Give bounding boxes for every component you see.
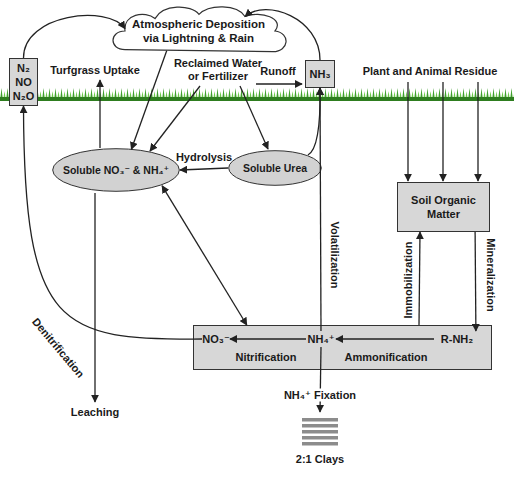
clay-stack: 2:1 Clays (290, 412, 350, 468)
node-label: NH₃ (310, 67, 331, 81)
flow-arrow (180, 168, 228, 170)
ellipse-shape (229, 151, 322, 186)
node-text: N₂ NO N₂O (10, 59, 37, 105)
leaching-arrow (94, 193, 95, 402)
flow-arrow (308, 88, 320, 155)
urea-ellipse: Soluble Urea (228, 150, 322, 186)
amine-node: R-NH₂ (434, 331, 480, 347)
node-text: NH₄⁺ (306, 331, 336, 347)
annotation-label: Turfgrass Uptake (50, 64, 140, 77)
process-label: Nitrification (235, 351, 296, 364)
node-text: R-NH₂ (434, 331, 480, 347)
cloud-shape (113, 7, 286, 52)
deposition-cloud: Atmospheric Deposition via Lightning & R… (105, 2, 292, 60)
process-label: Hydrolysis (176, 151, 232, 164)
annotation-label: Plant and Animal Residue (363, 65, 498, 78)
clay-layers (290, 412, 350, 446)
node-text: NH₃ (306, 61, 334, 87)
node-text: 2:1 Clays (290, 450, 350, 468)
ammonia-box: NH₃ (305, 60, 335, 88)
annotation-label: Leaching (71, 406, 119, 419)
cloud-outline (105, 2, 292, 60)
node-label: R-NH₂ (441, 333, 473, 346)
node-label: 2:1 Clays (296, 453, 344, 466)
clay-layer (302, 418, 338, 422)
node-label: Soil Organic Matter (400, 193, 487, 221)
process-label: Ammonification (344, 351, 427, 364)
node-text: Soil Organic Matter (398, 183, 489, 231)
flow-arrow (419, 232, 420, 325)
flow-arrow (162, 186, 247, 325)
annotation-label: Runoff (260, 65, 295, 78)
turfgrass-strip (0, 87, 514, 101)
node-text (194, 326, 491, 369)
soluble-pool-ellipse: Soluble NO₃⁻ & NH₄⁺ (52, 148, 180, 192)
nitrate-node: NO₃⁻ (202, 331, 230, 347)
flow-arrow (320, 88, 321, 331)
process-label: NH₄⁺ Fixation (282, 389, 358, 402)
node-text: Soluble NO₃⁻ & NH₄⁺ (52, 148, 180, 192)
node-text: Soluble Urea (228, 150, 322, 186)
soil-process-band: NO₃⁻ NH₄⁺ R-NH₂ (193, 325, 492, 370)
node-label: N₂ NO N₂O (12, 61, 35, 103)
annotation-label: Reclaimed Water or Fertilizer (168, 57, 268, 83)
node-label: Soluble NO₃⁻ & NH₄⁺ (63, 164, 169, 177)
process-label: Denitrification (29, 315, 86, 380)
clay-layer (302, 442, 338, 446)
node-label: Soluble Urea (243, 162, 307, 175)
process-label: Mineralization (484, 238, 497, 311)
node-text: Atmospheric Deposition via Lightning & R… (105, 2, 292, 60)
flow-arrow (24, 106, 203, 339)
uptake-arrow (99, 80, 100, 148)
node-label: Atmospheric Deposition via Lightning & R… (127, 17, 270, 45)
fertilizer-arrow (150, 86, 200, 151)
flow-arrow (474, 232, 476, 331)
residue-arrow (477, 82, 478, 181)
residue-arrow (407, 82, 408, 181)
ammonium-node: NH₄⁺ (306, 331, 336, 347)
node-label: NH₄⁺ (308, 333, 335, 346)
process-label: Volatilization (328, 221, 341, 288)
fertilizer-arrow (240, 86, 268, 149)
turfgrass-base (0, 97, 514, 101)
node-text: NO₃⁻ (202, 331, 230, 347)
gas-box: N₂ NO N₂O (9, 58, 38, 106)
flow-arrow (23, 15, 125, 58)
clay-layer (302, 424, 338, 428)
node-label: NO₃⁻ (202, 333, 229, 346)
residue-arrow (442, 82, 443, 181)
clay-layer (302, 436, 338, 440)
process-label: Immobilization (402, 242, 415, 319)
clay-layer (302, 430, 338, 434)
organic-matter-box: Soil Organic Matter (397, 182, 490, 232)
ellipse-shape (53, 149, 180, 192)
runoff-arrow (256, 83, 302, 84)
